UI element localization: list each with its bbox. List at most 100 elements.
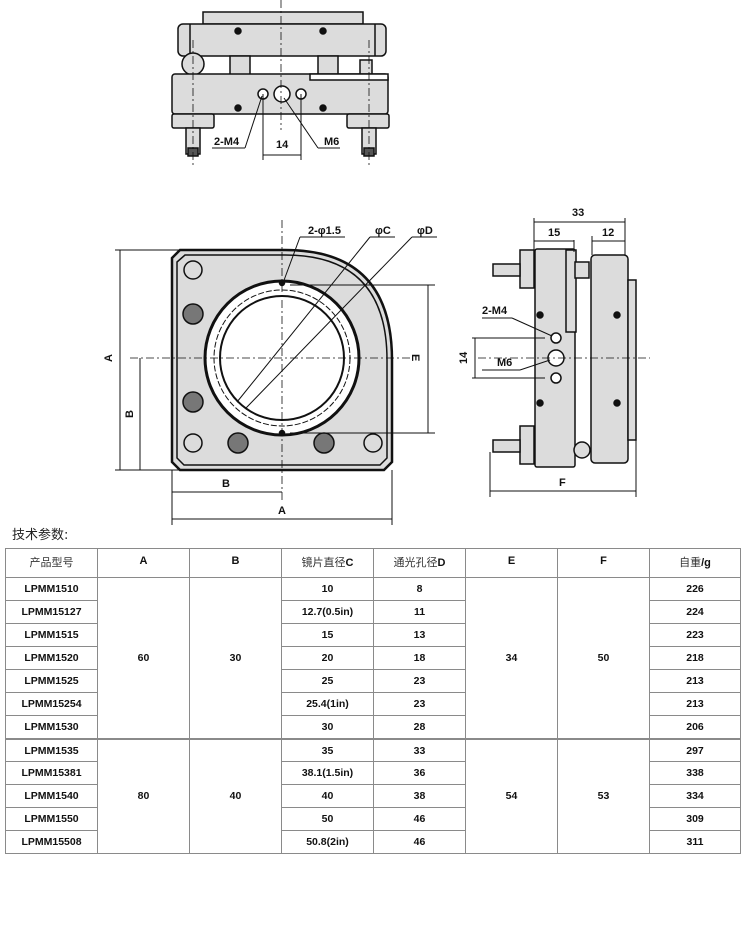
cell-b: 40 <box>189 737 282 854</box>
section-title: 技术参数: <box>12 528 69 543</box>
cell-model: LPMM1535 <box>5 737 98 762</box>
cell-lens-diameter-c: 38.1(1.5in) <box>281 761 374 785</box>
header-aperture-d: 通光孔径D <box>373 548 466 578</box>
front-b-vertical-label: B <box>124 410 136 418</box>
header-a-en: A <box>139 555 148 567</box>
cell-aperture-d: 33 <box>373 737 466 762</box>
cell-lens-diameter-c: 40 <box>281 784 374 808</box>
cell-model: LPMM1510 <box>5 577 98 601</box>
table-row: LPMM15127 12.7(0.5in)11 224 <box>5 600 741 624</box>
cell-model: LPMM15127 <box>5 600 98 624</box>
side-m4-label: 2-M4 <box>482 305 508 317</box>
side-dim-15-label: 15 <box>548 227 560 239</box>
front-hole-label: 2-φ1.5 <box>308 225 341 237</box>
cell-lens-diameter-c: 25 <box>281 669 374 693</box>
cell-aperture-d: 18 <box>373 646 466 670</box>
header-b-en: B <box>231 555 240 567</box>
cell-a: 60 <box>97 577 190 739</box>
cell-lens-diameter-c: 12.7(0.5in) <box>281 600 374 624</box>
cell-e: 34 <box>465 577 558 739</box>
top-view-drawing <box>171 11 390 157</box>
side-dim-14-label: 14 <box>458 351 470 364</box>
cell-weight: 334 <box>649 784 741 808</box>
cell-model: LPMM1520 <box>5 646 98 670</box>
header-lens-diameter-c-en: C <box>345 557 354 569</box>
header-a: A <box>97 548 190 578</box>
cell-lens-diameter-c: 20 <box>281 646 374 670</box>
front-b-horizontal-label: B <box>222 478 230 490</box>
header-lens-diameter-c-cn: 镜片直径 <box>301 556 346 569</box>
cell-aperture-d: 13 <box>373 623 466 647</box>
cell-weight: 226 <box>649 577 741 601</box>
top-m4-label: 2-M4 <box>214 136 240 148</box>
cell-lens-diameter-c: 15 <box>281 623 374 647</box>
cell-weight: 309 <box>649 807 741 831</box>
cell-aperture-d: 23 <box>373 692 466 716</box>
cell-lens-diameter-c: 50.8(2in) <box>281 830 374 854</box>
header-model: 产品型号 <box>5 548 98 578</box>
cell-weight: 223 <box>649 623 741 647</box>
front-c-label: φC <box>375 225 391 237</box>
cell-e: 54 <box>465 737 558 854</box>
cell-f: 50 <box>557 577 650 739</box>
cell-aperture-d: 28 <box>373 715 466 739</box>
cell-model: LPMM15508 <box>5 830 98 854</box>
header-b: B <box>189 548 282 578</box>
side-f-label: F <box>559 477 566 489</box>
cell-model: LPMM1540 <box>5 784 98 808</box>
cell-aperture-d: 8 <box>373 577 466 601</box>
cell-model: LPMM1550 <box>5 807 98 831</box>
cell-lens-diameter-c: 10 <box>281 577 374 601</box>
cell-aperture-d: 46 <box>373 807 466 831</box>
cell-model: LPMM1525 <box>5 669 98 693</box>
cell-weight: 206 <box>649 715 741 739</box>
cell-aperture-d: 38 <box>373 784 466 808</box>
header-aperture-d-en: D <box>437 557 446 569</box>
side-dim-33-label: 33 <box>572 207 584 219</box>
header-f: F <box>557 548 650 578</box>
header-weight-cn: 自重 <box>679 556 702 569</box>
cell-weight: 218 <box>649 646 741 670</box>
cell-aperture-d: 23 <box>373 669 466 693</box>
cell-weight: 297 <box>649 737 741 762</box>
front-a-horizontal-label: A <box>278 505 286 517</box>
header-aperture-d-cn: 通光孔径 <box>393 556 438 569</box>
cell-model: LPMM1515 <box>5 623 98 647</box>
cell-model: LPMM15254 <box>5 692 98 716</box>
side-dim-12-label: 12 <box>602 227 614 239</box>
header-weight: 自重/g <box>649 548 741 578</box>
side-m6-label: M6 <box>497 357 512 369</box>
cell-lens-diameter-c: 50 <box>281 807 374 831</box>
top-dim-14-label: 14 <box>276 139 289 151</box>
cell-b: 30 <box>189 577 282 739</box>
front-e-label: E <box>409 354 421 361</box>
header-e-en: E <box>507 555 516 567</box>
table-row: LPMM15508 50.8(2in)46 311 <box>5 830 741 854</box>
cell-aperture-d: 11 <box>373 600 466 624</box>
cell-aperture-d: 36 <box>373 761 466 785</box>
front-a-vertical-label: A <box>103 354 115 362</box>
cell-f: 53 <box>557 737 650 854</box>
cell-model: LPMM1530 <box>5 715 98 739</box>
front-d-label: φD <box>417 225 433 237</box>
cell-weight: 224 <box>649 600 741 624</box>
header-e: E <box>465 548 558 578</box>
header-weight-en: /g <box>701 557 711 569</box>
cell-lens-diameter-c: 35 <box>281 737 374 762</box>
cell-weight: 213 <box>649 692 741 716</box>
cell-aperture-d: 46 <box>373 830 466 854</box>
cell-a: 80 <box>97 737 190 854</box>
header-f-en: F <box>600 555 607 567</box>
cell-weight: 338 <box>649 761 741 785</box>
header-model-cn: 产品型号 <box>29 556 74 569</box>
cell-weight: 311 <box>649 830 741 854</box>
cell-lens-diameter-c: 25.4(1in) <box>281 692 374 716</box>
header-lens-diameter-c: 镜片直径C <box>281 548 374 578</box>
